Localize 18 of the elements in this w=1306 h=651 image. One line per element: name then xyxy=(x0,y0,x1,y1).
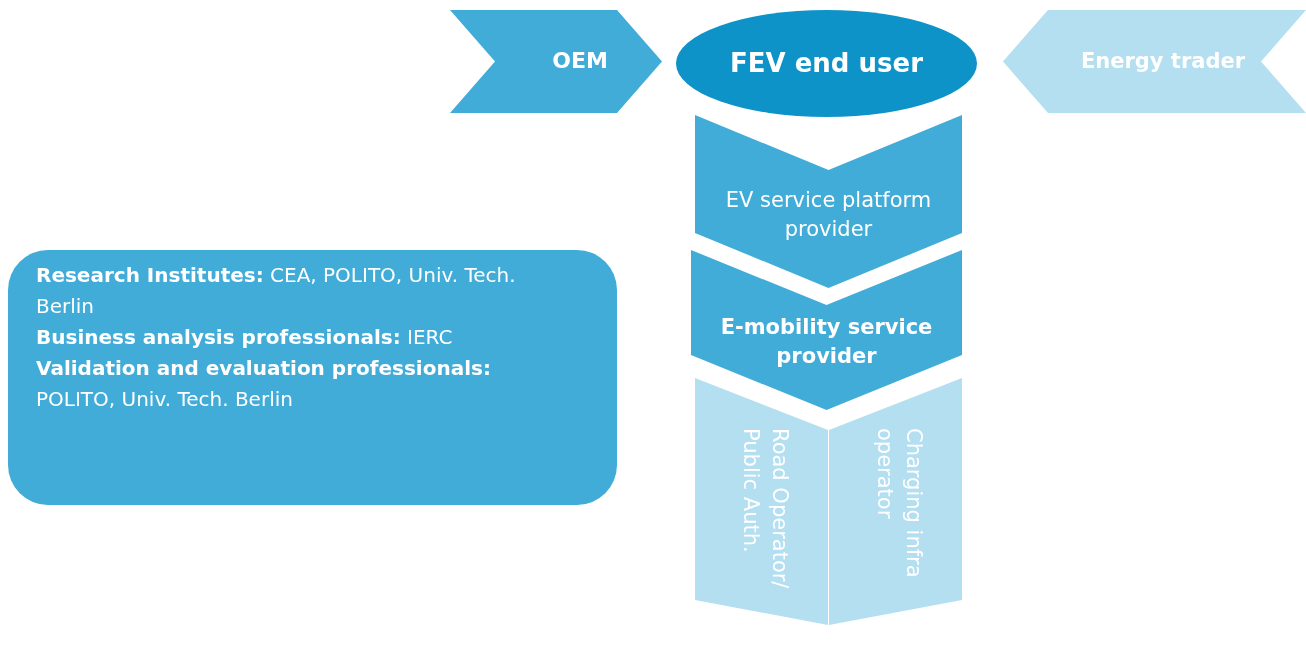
chevron-banner xyxy=(450,10,662,113)
node-label: Road Operator/ Public Auth. xyxy=(738,428,794,591)
node-label: Charging infra operator xyxy=(872,428,928,580)
chevron-banner xyxy=(695,115,962,288)
node-label: EV service platform provider xyxy=(724,186,933,243)
info-text: Business analysis professionals: IERC xyxy=(36,324,454,351)
ellipse-node xyxy=(676,10,977,117)
info-text: Validation and evaluation professionals: POLITO, Univ. Tech. Berlin xyxy=(36,355,492,413)
chevron-banner xyxy=(1003,10,1306,113)
panel xyxy=(829,378,962,625)
panel xyxy=(695,378,828,625)
node-label: Energy trader xyxy=(1080,47,1246,75)
chevron-banner xyxy=(691,250,962,410)
node-label: FEV end user xyxy=(730,47,923,81)
info-panel xyxy=(8,250,617,505)
node-label: E-mobility service provider xyxy=(719,313,934,370)
node-label: OEM xyxy=(552,47,608,76)
info-text: Research Institutes: CEA, POLITO, Univ. Tech. Berlin xyxy=(36,262,517,320)
